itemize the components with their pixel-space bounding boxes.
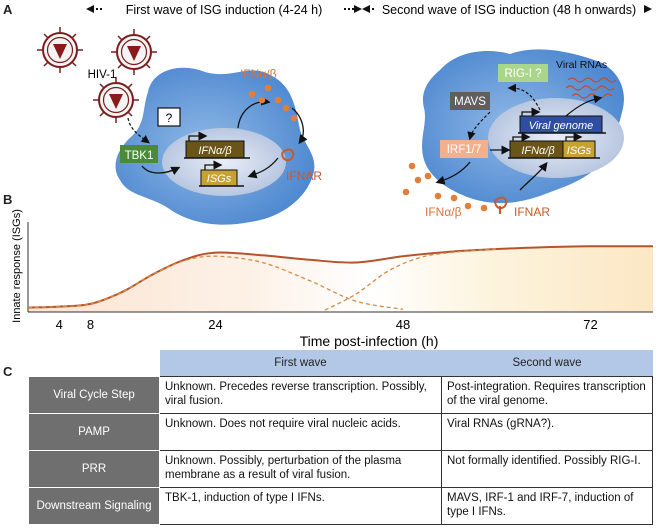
cell-second-wave: Viral RNAs (gRNA?). — [441, 413, 653, 451]
row-label-viral-cycle-step: Viral Cycle Step — [28, 376, 160, 414]
isg-gene-label-cell-1: ISGs — [207, 173, 232, 185]
isg-gene-cell-2 — [561, 132, 600, 159]
cell-second-wave: Post-integration. Requires transcription… — [441, 376, 653, 414]
table-corner — [28, 350, 160, 377]
first-wave-title: First wave of ISG induction (4-24 h) — [126, 3, 323, 17]
response-area — [28, 246, 653, 312]
mavs-box — [450, 92, 490, 110]
hiv-virion-icon — [37, 27, 83, 73]
x-tick-label: 8 — [87, 317, 94, 332]
row-label-pamp: PAMP — [28, 413, 160, 451]
panel-label-c: C — [3, 364, 13, 379]
row-label-prr: PRR — [28, 450, 160, 488]
table-row: Downstream Signaling TBK-1, induction of… — [28, 487, 653, 525]
cell-2-nucleus — [488, 98, 624, 178]
entry-arrow — [127, 117, 150, 144]
ifn-gene-cell-1 — [184, 131, 250, 159]
column-header-first-wave: First wave — [159, 350, 442, 377]
rig-i-label: RIG-I ? — [504, 68, 541, 80]
table-header-row: First wave Second wave — [28, 350, 653, 377]
tbk1-arrow — [141, 165, 181, 175]
ifn-secretion-arrow-2 — [435, 161, 471, 185]
table-row: PAMP Unknown. Does not require viral nuc… — [28, 413, 653, 451]
rig-i-box — [498, 64, 548, 82]
cell-second-wave: MAVS, IRF-1 and IRF-7, induction of type… — [441, 487, 653, 525]
viral-rnas-label: Viral RNAs — [556, 59, 607, 71]
ifn-gene-label-cell-1: IFNα/β — [198, 145, 232, 157]
x-tick-label: 4 — [56, 317, 63, 332]
x-tick-label: 72 — [583, 317, 597, 332]
viral-rna-squiggle-icon — [565, 77, 617, 99]
hiv-virion-icon — [93, 77, 139, 123]
cell-first-wave: Unknown. Precedes reverse transcription.… — [159, 376, 442, 414]
rig-i-arrow — [507, 83, 541, 111]
cell-first-wave: Unknown. Does not require viral nucleic … — [159, 413, 442, 451]
panel-label-a: A — [3, 2, 13, 17]
ifnar-label-cell-1: IFNAR — [286, 169, 322, 183]
x-tick-label: 24 — [208, 317, 222, 332]
ifnar-signal-arrow — [247, 157, 279, 179]
ifn-dots-cell-2 — [402, 162, 488, 212]
cell-second-wave: Not formally identified. Possibly RIG-I. — [441, 450, 653, 488]
viral-genome-label: Viral genome — [529, 120, 594, 132]
ifnar-signal-arrow-2 — [519, 161, 548, 191]
comparison-table: First wave Second wave Viral Cycle Step … — [28, 350, 653, 525]
ifn-gene-label-cell-2: IFNα/β — [521, 145, 555, 157]
wave-1-dashed-line — [27, 255, 404, 310]
irf-label: IRF1/7 — [447, 144, 482, 156]
table-row: Viral Cycle Step Unknown. Precedes rever… — [28, 376, 653, 414]
cell-first-wave: Unknown. Possibly, perturbation of the p… — [159, 450, 442, 488]
isg-gene-cell-1 — [199, 160, 244, 187]
cell-first-wave: TBK-1, induction of type I IFNs. — [159, 487, 442, 525]
unknown-sensor-label: ? — [166, 111, 173, 125]
ifnar-receptor-icon — [281, 148, 295, 162]
mavs-label: MAVS — [454, 96, 486, 108]
column-header-second-wave: Second wave — [441, 350, 653, 377]
panel-label-b: B — [3, 192, 13, 207]
table-row: PRR Unknown. Possibly, perturbation of t… — [28, 450, 653, 488]
ifn-label-cell-2: IFNα/β — [425, 205, 462, 219]
ifnar-label-cell-2: IFNAR — [514, 205, 550, 219]
mavs-arrow — [467, 111, 491, 141]
tbk1-label: TBK1 — [125, 150, 154, 162]
second-wave-title: Second wave of ISG induction (48 h onwar… — [382, 3, 636, 17]
x-axis-label: Time post-infection (h) — [300, 333, 439, 349]
second-wave-arrow — [362, 5, 652, 13]
unknown-sensor-box — [157, 107, 181, 127]
isg-gene-label-cell-2: ISGs — [567, 145, 592, 157]
row-label-downstream-signaling: Downstream Signaling — [28, 487, 160, 525]
ifn-label-cell-1: IFNα/β — [240, 67, 277, 81]
y-axis-label: Innate response (ISGs) — [11, 209, 23, 323]
ifn-dots-cell-1 — [248, 84, 298, 122]
ifnar-receptor-icon — [494, 196, 508, 214]
viral-genome-box — [518, 107, 606, 134]
transcription-arrow — [565, 95, 603, 117]
tbk1-box — [120, 145, 158, 163]
hiv-1-label: HIV-1 — [88, 69, 117, 81]
hiv-virion-icon — [111, 29, 157, 75]
ifn-binding-arrow — [291, 107, 308, 145]
irf-box — [440, 140, 488, 158]
x-tick-label: 48 — [396, 317, 410, 332]
wave-2-dashed-line — [324, 248, 497, 311]
